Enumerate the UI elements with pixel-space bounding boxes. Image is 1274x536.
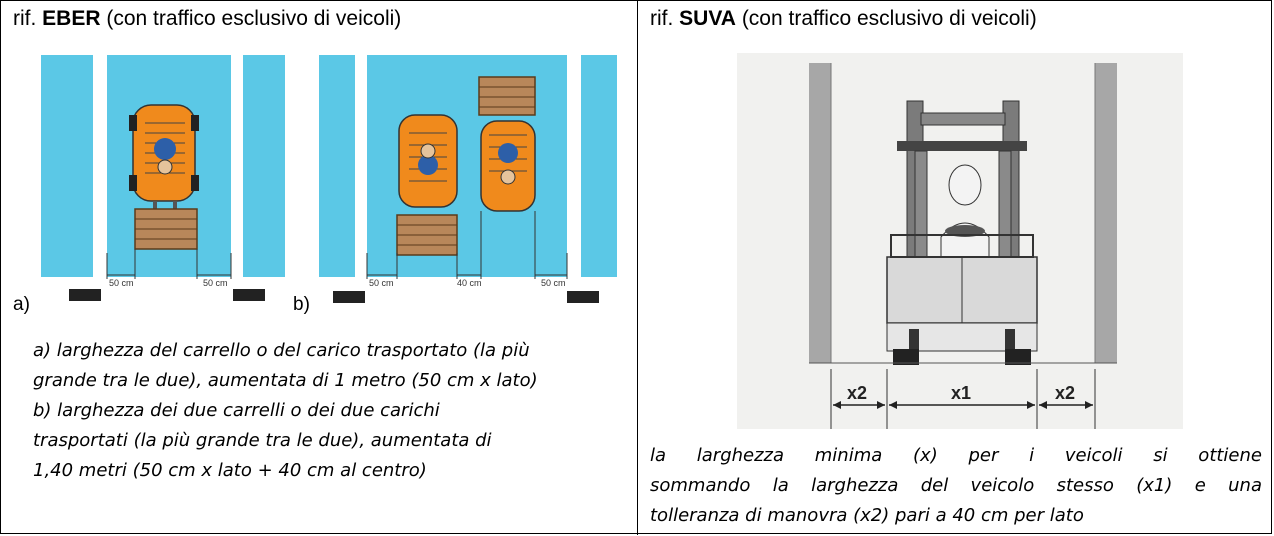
eber-header-name: EBER	[42, 7, 101, 30]
suva-caption: la larghezza minima (x) per i veicoli si…	[650, 441, 1262, 531]
wooden-load-icon	[396, 214, 458, 256]
eber-figure-a: 50 cm 50 cm	[41, 53, 285, 309]
forklift-top-view-icon	[129, 104, 199, 211]
wooden-load-icon	[478, 76, 536, 116]
dim-x2-left: x2	[847, 383, 867, 403]
suva-header-name: SUVA	[679, 7, 736, 30]
eber-header-suffix: (con traffico esclusivo di veicoli)	[106, 7, 402, 30]
dim-40cm-b-center: 40 cm	[457, 278, 482, 288]
eber-caption-line: a) larghezza del carrello o del carico t…	[33, 340, 530, 361]
dim-x2-right: x2	[1055, 383, 1075, 403]
suva-header: rif. SUVA (con traffico esclusivo di vei…	[650, 7, 1037, 31]
wooden-load-icon	[134, 208, 198, 250]
suva-header-suffix: (con traffico esclusivo di veicoli)	[741, 7, 1037, 30]
eber-caption-line: grande tra le due), aumentata di 1 metro…	[33, 370, 538, 391]
column-divider	[637, 1, 638, 535]
eber-caption-line: b) larghezza dei due carrelli o dei due …	[33, 400, 440, 421]
dim-x1: x1	[951, 383, 971, 403]
eber-figure-b: 50 cm 40 cm 50 cm	[319, 53, 617, 309]
eber-caption-line: 1,40 metri (50 cm x lato + 40 cm al cent…	[33, 460, 427, 481]
dim-50cm-b-left: 50 cm	[369, 278, 394, 288]
suva-caption-line: tolleranza di manovra (x2) pari a 40 cm …	[650, 505, 1084, 526]
eber-caption: a) larghezza del carrello o del carico t…	[33, 336, 633, 486]
figure-b-label: b)	[293, 294, 310, 315]
suva-caption-line: la larghezza minima (x) per i veicoli si…	[650, 445, 1262, 466]
suva-caption-line: sommando la larghezza del veicolo stesso…	[650, 475, 1262, 496]
suva-forklift-figure: x2 x1 x2	[737, 53, 1183, 429]
suva-header-prefix: rif.	[650, 7, 674, 30]
eber-header-prefix: rif.	[13, 7, 37, 30]
forklift-top-view-icon	[480, 120, 536, 212]
figure-a-label: a)	[13, 294, 30, 315]
eber-cell: rif. EBER (con traffico esclusivo di vei…	[1, 1, 637, 535]
forklift-top-view-icon	[398, 114, 458, 208]
suva-cell: rif. SUVA (con traffico esclusivo di vei…	[638, 1, 1273, 535]
dim-50cm-b-right: 50 cm	[541, 278, 566, 288]
forklift-front-view-icon	[886, 100, 1038, 365]
eber-header: rif. EBER (con traffico esclusivo di vei…	[13, 7, 401, 31]
dim-50cm-a-left: 50 cm	[109, 278, 134, 288]
eber-caption-line: trasportati (la più grande tra le due), …	[33, 430, 492, 451]
dim-50cm-a-right: 50 cm	[203, 278, 228, 288]
